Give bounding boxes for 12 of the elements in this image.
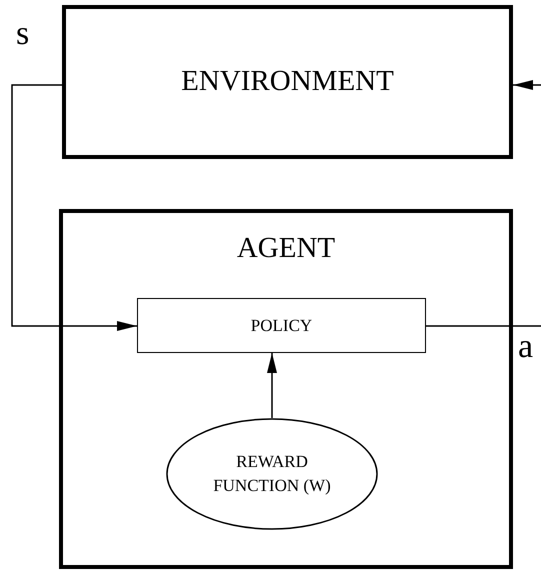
arrow	[267, 353, 277, 418]
ellipse-node	[166, 418, 378, 530]
agent-container	[59, 209, 513, 569]
process-box	[62, 5, 513, 159]
process-box	[137, 298, 426, 353]
node-label: POLICY	[250, 314, 312, 337]
connector-line	[426, 325, 541, 327]
arrow	[11, 84, 137, 331]
arrow	[513, 80, 541, 90]
node-label: REWARD FUNCTION (W)	[212, 451, 332, 497]
node-label: ENVIRONMENT	[181, 64, 394, 100]
node-label: AGENT	[236, 231, 336, 266]
